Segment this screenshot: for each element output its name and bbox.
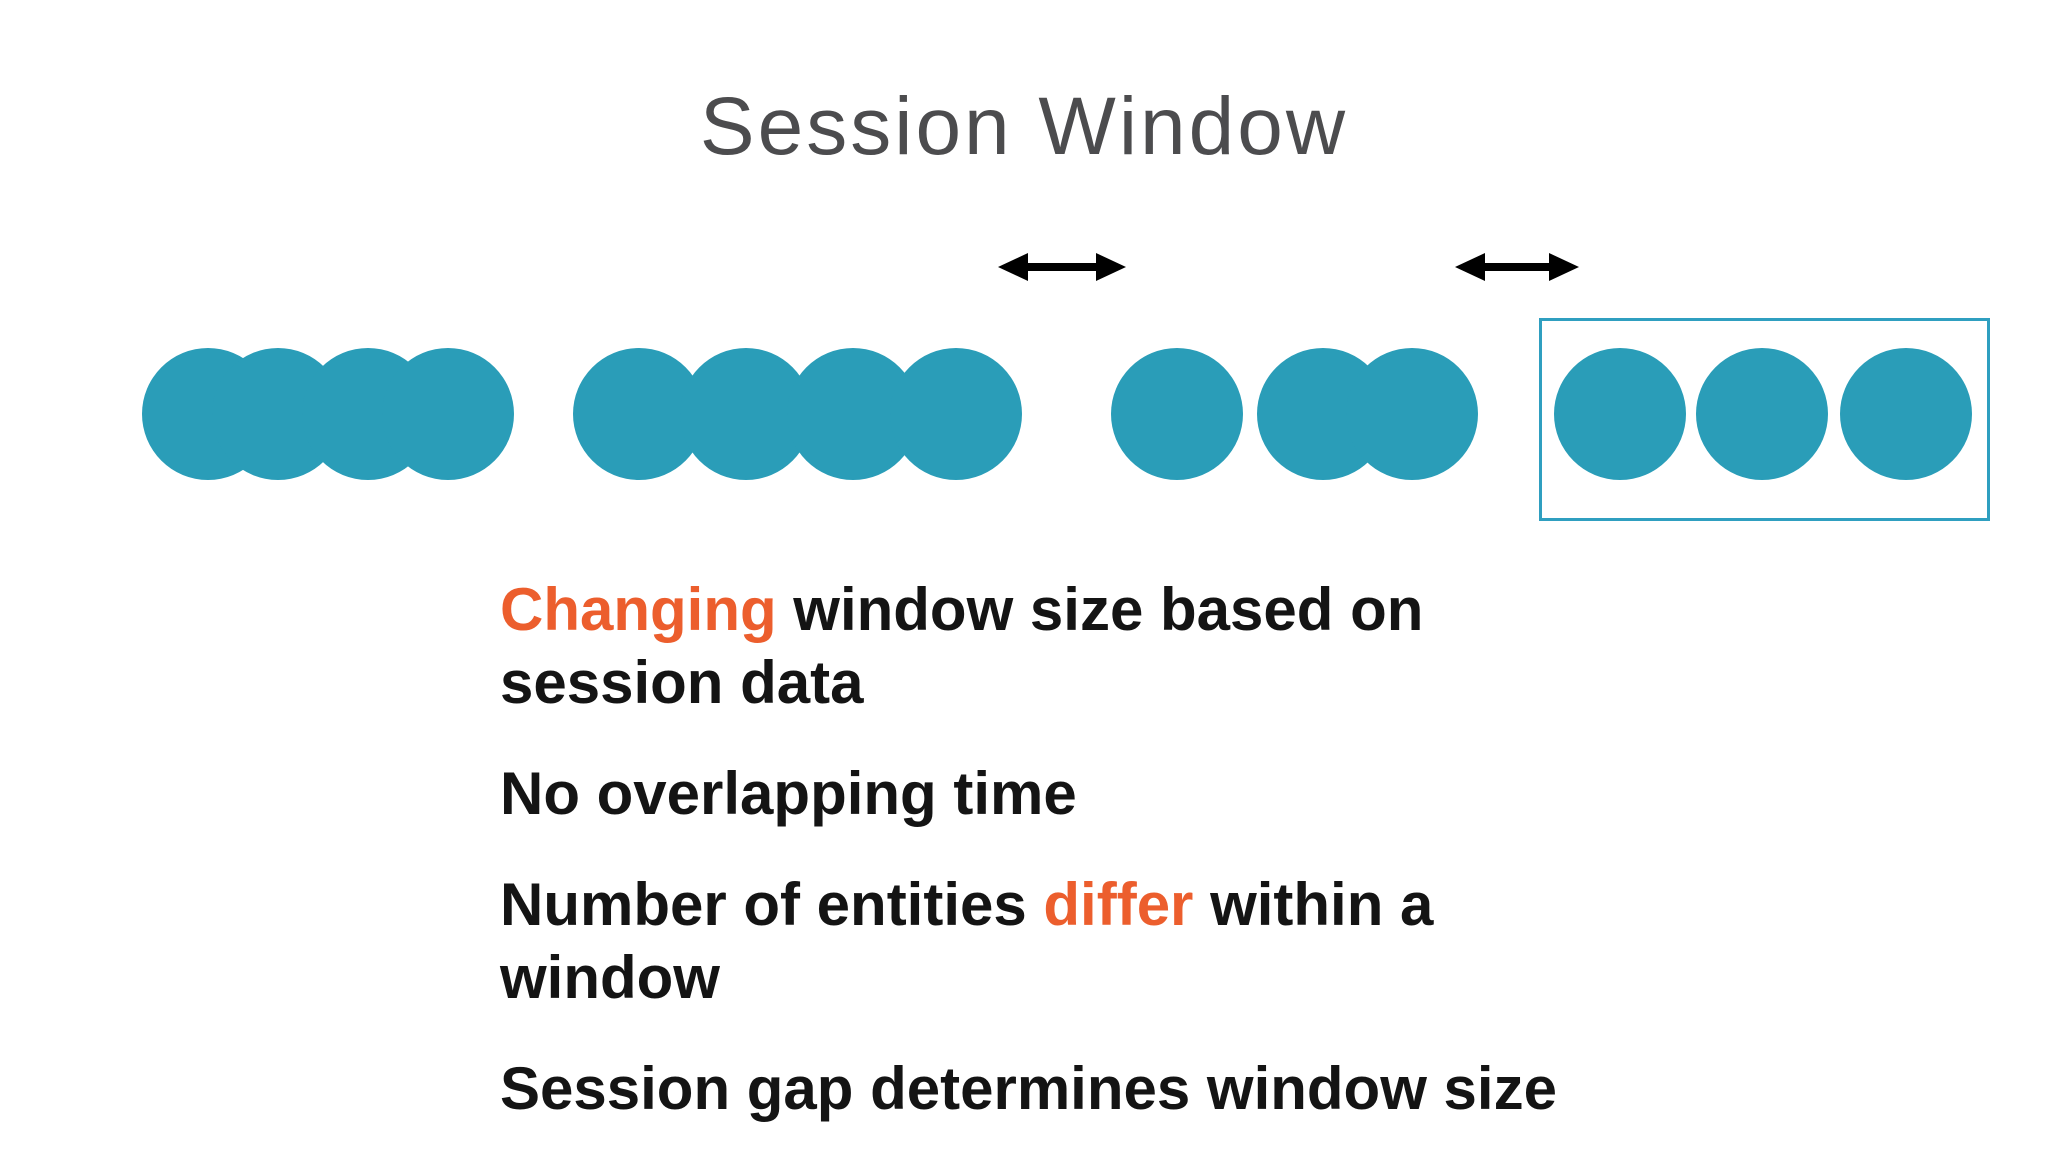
bullet-line: Number of entities differ within a — [500, 868, 1700, 941]
body-text: window size based on — [776, 576, 1424, 643]
session-group-1-dot — [382, 348, 514, 480]
body-text: session data — [500, 649, 864, 716]
body-text: within a — [1193, 871, 1434, 938]
session-window-box — [1539, 318, 1990, 521]
session-gap-arrow-1 — [998, 253, 1126, 281]
bullet-2: No overlapping time — [500, 757, 1700, 830]
bullet-line: Changing window size based on — [500, 573, 1700, 646]
session-group-4-dot — [1554, 348, 1686, 480]
session-group-4-dot — [1696, 348, 1828, 480]
session-group-4-dot — [1840, 348, 1972, 480]
bullet-line: No overlapping time — [500, 757, 1700, 830]
bullet-line: Session gap determines window size — [500, 1052, 1700, 1125]
session-group-3-dot — [1346, 348, 1478, 480]
accent-text: Changing — [500, 576, 777, 643]
bullet-4: Session gap determines window size — [500, 1052, 1700, 1125]
body-text: No overlapping time — [500, 760, 1077, 827]
slide-title: Session Window — [699, 81, 1349, 172]
accent-text: differ — [1043, 871, 1194, 938]
body-text: Number of entities — [500, 871, 1044, 938]
body-text: window — [500, 944, 720, 1011]
bullet-line: window — [500, 941, 1700, 1014]
body-text: Session gap determines window size — [500, 1055, 1557, 1122]
double-headed-arrow-icon — [998, 253, 1126, 281]
double-headed-arrow-icon — [1455, 253, 1579, 281]
bullet-line: session data — [500, 646, 1700, 719]
session-group-2-dot — [890, 348, 1022, 480]
session-gap-arrow-2 — [1455, 253, 1579, 281]
session-group-3-dot — [1111, 348, 1243, 480]
